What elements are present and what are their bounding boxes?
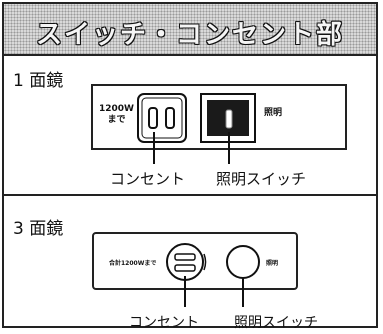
- section2-switch-label: 照明: [266, 260, 279, 267]
- section1-switch-callout: 照明スイッチ: [216, 170, 307, 188]
- outlet-slot: [165, 107, 175, 129]
- section1-outlet: [137, 93, 187, 164]
- outlet-slot: [174, 253, 196, 261]
- section1-switch-label: 照明: [264, 108, 283, 118]
- section1-switch: [200, 93, 256, 164]
- section2-switch-callout: 照明スイッチ: [234, 315, 318, 331]
- diagram-graphics: [137, 93, 260, 307]
- section2-outlet-callout: コンセント: [129, 315, 199, 331]
- section2-total-label: 合計1200Wまで: [109, 260, 157, 267]
- section1-limit-label: 1200W まで: [99, 104, 134, 125]
- section2-label: 3 面鏡: [13, 219, 64, 239]
- outlet-slot: [148, 107, 158, 129]
- header-banner: スイッチ・コンセント部: [4, 4, 376, 56]
- section2-switch: [226, 245, 260, 307]
- section-divider: [4, 194, 376, 196]
- diagram-frame: スイッチ・コンセント部 1 面鏡 1200W まで 照明 コンセント 照明スイッ…: [2, 2, 378, 331]
- section1-outlet-callout: コンセント: [110, 170, 186, 188]
- section1-label: 1 面鏡: [13, 71, 64, 91]
- section2-outlet: [166, 243, 207, 307]
- outlet-slot: [174, 264, 196, 272]
- page-title: スイッチ・コンセント部: [35, 20, 344, 50]
